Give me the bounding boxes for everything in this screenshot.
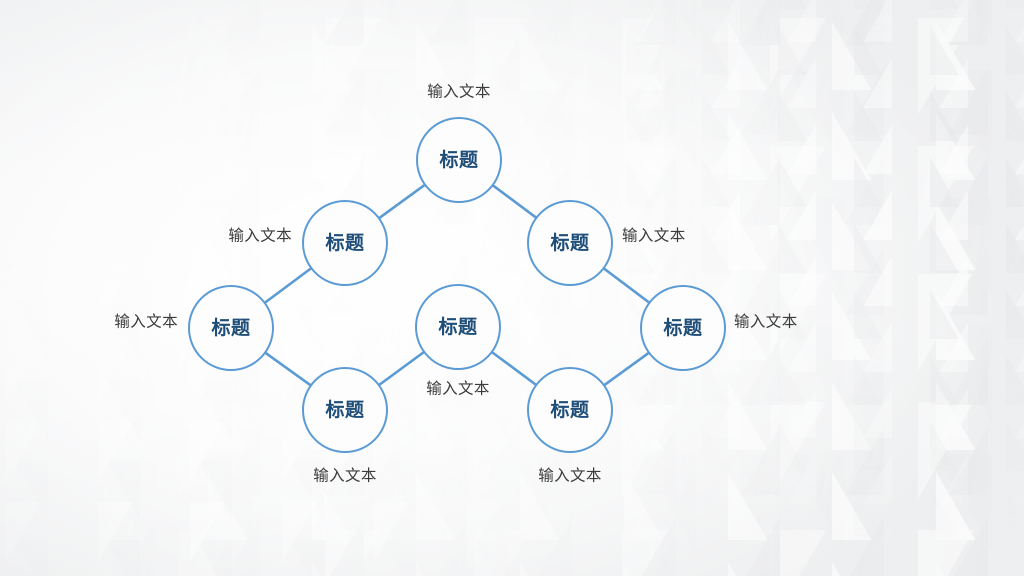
edge-n-top-to-n-upper-right	[491, 183, 538, 220]
node-upper-left[interactable]: 标题	[302, 200, 388, 286]
edge-n-upper-left-to-n-far-left	[263, 266, 313, 305]
edge-n-far-left-to-n-lower-left	[263, 351, 313, 387]
edge-n-center-to-n-lower-right	[490, 350, 538, 387]
caption-upper-right[interactable]: 输入文本	[622, 227, 686, 245]
edge-n-lower-left-to-n-center	[377, 350, 426, 387]
node-top[interactable]: 标题	[416, 117, 502, 203]
edge-n-far-right-to-n-lower-right	[602, 351, 651, 387]
node-label: 标题	[325, 399, 365, 421]
node-far-left[interactable]: 标题	[188, 285, 274, 371]
node-lower-right[interactable]: 标题	[527, 367, 613, 453]
node-lower-left[interactable]: 标题	[302, 367, 388, 453]
node-label: 标题	[325, 232, 365, 254]
caption-lower-right[interactable]: 输入文本	[538, 467, 602, 485]
node-label: 标题	[211, 317, 251, 339]
caption-lower-left[interactable]: 输入文本	[313, 467, 377, 485]
node-label: 标题	[663, 317, 703, 339]
caption-far-right[interactable]: 输入文本	[734, 313, 798, 331]
node-far-right[interactable]: 标题	[640, 285, 726, 371]
node-upper-right[interactable]: 标题	[527, 200, 613, 286]
edge-n-upper-right-to-n-far-right	[602, 266, 651, 305]
edge-n-top-to-n-upper-left	[377, 183, 427, 220]
node-center[interactable]: 标题	[415, 284, 501, 370]
node-label: 标题	[550, 399, 590, 421]
node-label: 标题	[550, 232, 590, 254]
caption-top[interactable]: 输入文本	[427, 83, 491, 101]
caption-center[interactable]: 输入文本	[426, 380, 490, 398]
caption-upper-left[interactable]: 输入文本	[228, 227, 292, 245]
node-label: 标题	[439, 149, 479, 171]
caption-far-left[interactable]: 输入文本	[114, 313, 178, 331]
node-label: 标题	[438, 316, 478, 338]
